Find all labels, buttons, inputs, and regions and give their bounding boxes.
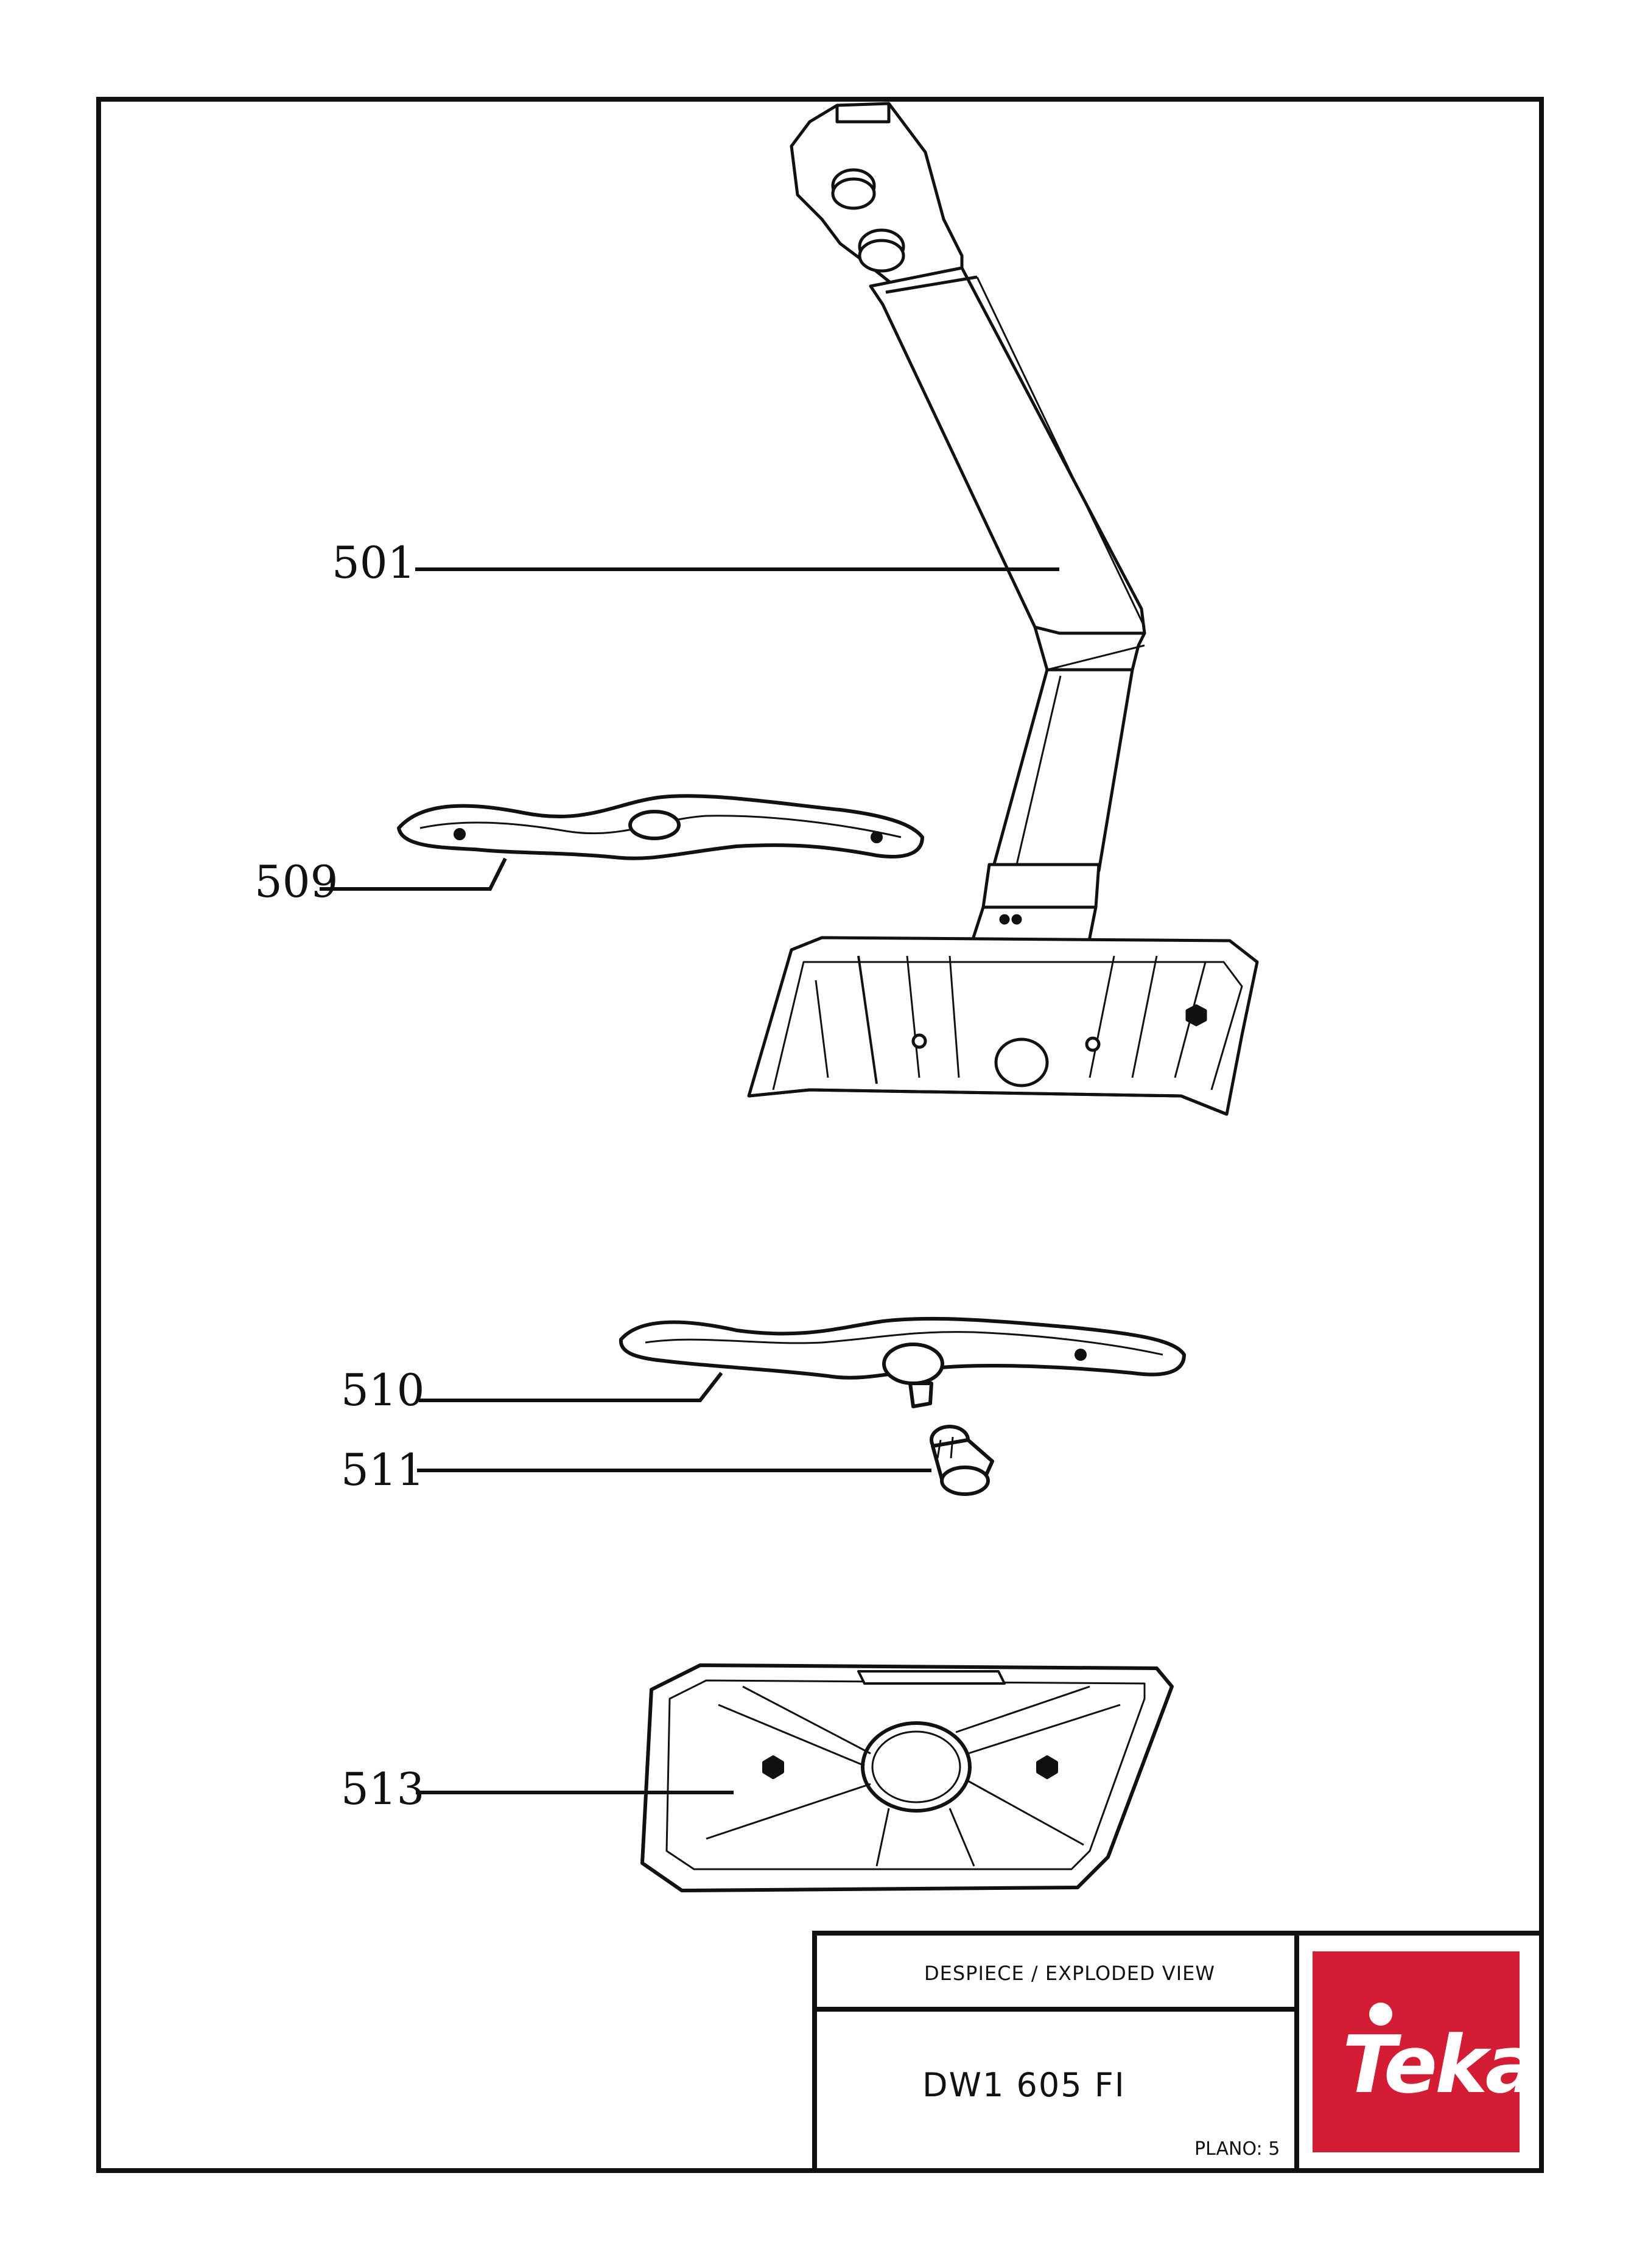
part-511-nozzle — [930, 1425, 994, 1496]
callout-510: 510 — [341, 1364, 425, 1416]
part-510-spray-arm — [619, 1316, 1186, 1408]
upper-collector-tray — [747, 936, 1259, 1116]
title-block-heading: DESPIECE / EXPLODED VIEW — [924, 1962, 1215, 1985]
part-509-spray-arm — [397, 794, 924, 860]
leader-lines — [320, 567, 1059, 1794]
leader-510 — [419, 1372, 723, 1402]
callout-501: 501 — [332, 537, 416, 588]
title-block-plano: PLANO: 5 — [1194, 2138, 1280, 2160]
part-513-collector-tray — [640, 1663, 1174, 1892]
plano-label: PLANO: — [1194, 2138, 1263, 2160]
callout-509: 509 — [254, 856, 338, 907]
title-block-model: DW1 605 FI — [922, 2066, 1126, 2104]
title-block — [812, 1931, 1544, 2173]
leader-509 — [320, 857, 507, 891]
plano-number: 5 — [1268, 2138, 1280, 2160]
teka-logo-wordmark: Teka — [1342, 2018, 1538, 2111]
callout-511: 511 — [341, 1444, 425, 1495]
teka-logo-icon — [1313, 1951, 1520, 2152]
callout-513: 513 — [341, 1763, 425, 1814]
